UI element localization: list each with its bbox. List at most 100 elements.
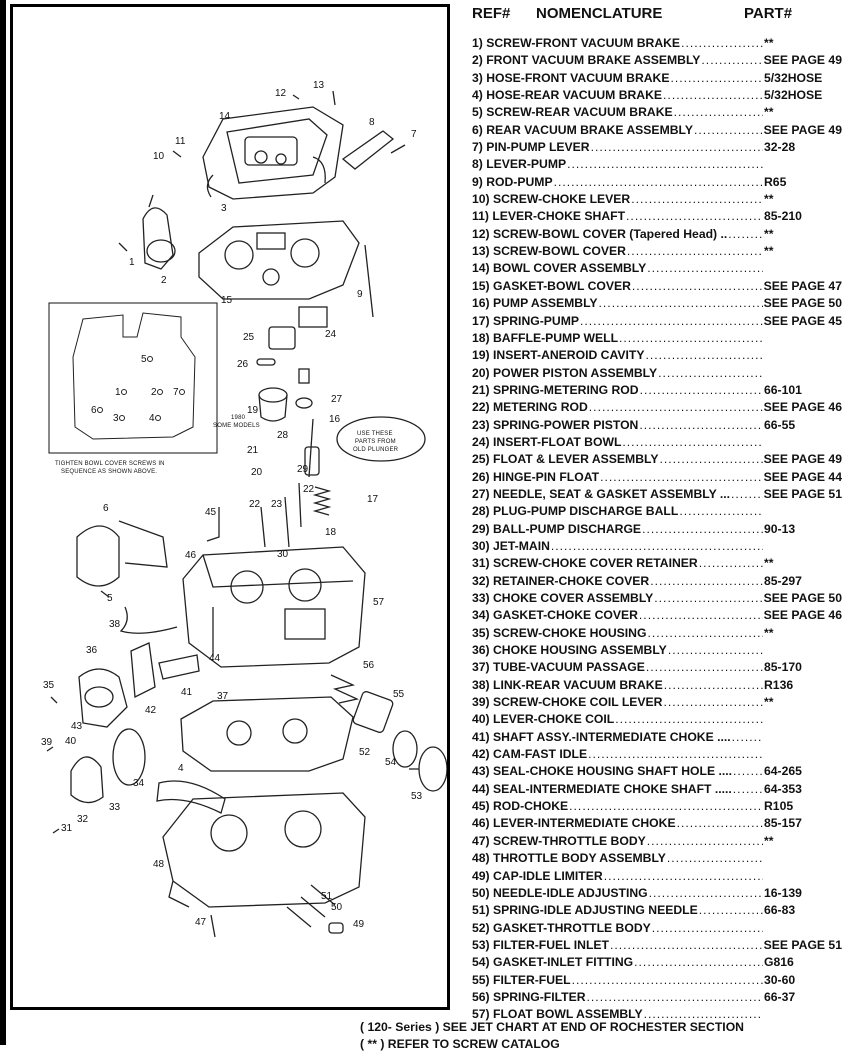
dot-leader (639, 608, 763, 622)
parts-row: 18) BAFFLE-PUMP WELL (472, 331, 842, 348)
part-number: ** (764, 226, 774, 241)
part-nomenclature: 21) SPRING-METERING ROD (472, 382, 639, 397)
dot-leader (659, 452, 762, 466)
choke-rod (206, 507, 220, 542)
part-number: 85-210 (764, 209, 802, 224)
callout-label: 21 (247, 445, 259, 456)
dot-leader (652, 921, 763, 935)
parts-row: 35) SCREW-CHOKE HOUSING** (472, 626, 842, 643)
callout-label: 24 (325, 329, 337, 340)
dot-leader (663, 88, 763, 102)
part-number: ** (764, 833, 774, 848)
part-number: ** (764, 625, 774, 640)
part-nomenclature: 23) SPRING-POWER PISTON (472, 417, 639, 432)
inset-sequence-number: 5 (141, 354, 147, 365)
parts-row: 20) POWER PISTON ASSEMBLY (472, 366, 842, 383)
parts-row: 54) GASKET-INLET FITTINGG816 (472, 955, 842, 972)
dot-leader (679, 504, 763, 518)
part-number: 66-37 (764, 989, 796, 1004)
callout-label: 7 (411, 129, 417, 140)
part-number: SEE PAGE 44 (763, 469, 842, 484)
parts-row: 39) SCREW-CHOKE COIL LEVER** (472, 695, 842, 712)
part-nomenclature: 16) PUMP ASSEMBLY (472, 296, 598, 311)
callout-label: 13 (313, 80, 325, 91)
callout-label: 36 (86, 645, 98, 656)
dot-leader (622, 435, 763, 449)
plunger-note-1: USE THESE (357, 431, 393, 437)
part-number: R136 (764, 677, 794, 692)
parts-row: 4) HOSE-REAR VACUUM BRAKE5/32HOSE (472, 88, 842, 105)
parts-row: 44) SEAL-INTERMEDIATE CHOKE SHAFT .....6… (472, 782, 842, 799)
part-number: 66-101 (764, 382, 802, 397)
dot-leader (632, 279, 763, 293)
exploded-carburetor-diagram: TIGHTEN BOWL COVER SCREWS IN SEQUENCE AS… (41, 80, 447, 938)
callout-label: 18 (325, 527, 337, 538)
callout-label: 32 (77, 814, 89, 825)
dot-leader (646, 660, 763, 674)
callout-label: 11 (175, 136, 186, 147)
part-nomenclature: 43) SEAL-CHOKE HOUSING SHAFT HOLE .... (472, 764, 733, 779)
parts-row: 41) SHAFT ASSY.-INTERMEDIATE CHOKE .... (472, 730, 842, 747)
part-number: 16-139 (764, 885, 802, 900)
part-nomenclature: 7) PIN-PUMP LEVER (472, 140, 590, 155)
parts-row: 34) GASKET-CHOKE COVERSEE PAGE 46 (472, 608, 842, 625)
part-nomenclature: 39) SCREW-CHOKE COIL LEVER (472, 695, 663, 710)
part-nomenclature: 9) ROD-PUMP (472, 174, 553, 189)
part-nomenclature: 32) RETAINER-CHOKE COVER (472, 573, 650, 588)
dot-leader (587, 990, 763, 1004)
callout-label: 3 (221, 203, 227, 214)
choke-cover-gasket (112, 728, 146, 786)
dot-leader (664, 695, 764, 709)
parts-row: 2) FRONT VACUUM BRAKE ASSEMBLYSEE PAGE 4… (472, 53, 842, 70)
parts-row: 46) LEVER-INTERMEDIATE CHOKE85-157 (472, 816, 842, 833)
dot-leader (600, 470, 763, 484)
throttle-body-screw (210, 914, 216, 938)
dot-leader (567, 157, 763, 171)
callout-label: 14 (219, 111, 231, 122)
part-number: SEE PAGE 49 (763, 53, 842, 68)
inset-screw-hole (179, 389, 185, 395)
parts-row: 48) THROTTLE BODY ASSEMBLY (472, 851, 842, 868)
callout-label: 26 (237, 359, 249, 370)
callout-label: 5 (107, 593, 113, 604)
rear-vacuum-hose (156, 780, 226, 814)
parts-row: 13) SCREW-BOWL COVER** (472, 244, 842, 261)
part-number: 5/32HOSE (764, 88, 823, 103)
choke-cover (70, 756, 104, 804)
throttle-body (162, 792, 366, 908)
parts-row: 24) INSERT-FLOAT BOWL (472, 435, 842, 452)
part-number: ** (764, 105, 774, 120)
part-number: ** (764, 556, 774, 571)
plunger-note-2: PARTS FROM (355, 439, 396, 445)
inset-sequence-number: 1 (115, 387, 121, 398)
dot-leader (580, 314, 763, 328)
part-number: R65 (764, 174, 787, 189)
dot-leader (667, 851, 763, 865)
parts-row: 50) NEEDLE-IDLE ADJUSTING16-139 (472, 886, 842, 903)
part-nomenclature: 36) CHOKE HOUSING ASSEMBLY (472, 643, 667, 658)
parts-row: 36) CHOKE HOUSING ASSEMBLY (472, 643, 842, 660)
dot-leader (694, 123, 763, 137)
dot-leader (654, 591, 762, 605)
inset-note-line1: TIGHTEN BOWL COVER SCREWS IN (55, 461, 165, 467)
callout-label: 37 (217, 691, 229, 702)
callout-label: 19 (247, 405, 259, 416)
callout-label: 27 (331, 394, 343, 405)
callout-label: 31 (61, 823, 73, 834)
inset-sequence-number: 2 (151, 387, 157, 398)
part-number: R105 (764, 799, 794, 814)
parts-row: 22) METERING RODSEE PAGE 46 (472, 400, 842, 417)
part-nomenclature: 51) SPRING-IDLE ADJUSTING NEEDLE (472, 903, 698, 918)
dot-leader (610, 938, 763, 952)
dot-leader (626, 209, 763, 223)
part-nomenclature: 15) GASKET-BOWL COVER (472, 278, 631, 293)
parts-row: 9) ROD-PUMP R65 (472, 175, 842, 192)
part-nomenclature: 52) GASKET-THROTTLE BODY (472, 920, 651, 935)
part-nomenclature: 3) HOSE-FRONT VACUUM BRAKE (472, 70, 670, 85)
part-nomenclature: 45) ROD-CHOKE (472, 799, 569, 814)
front-vacuum-brake (142, 194, 176, 270)
pump-lever (341, 130, 395, 170)
dot-leader (647, 626, 763, 640)
parts-row: 52) GASKET-THROTTLE BODY (472, 921, 842, 938)
